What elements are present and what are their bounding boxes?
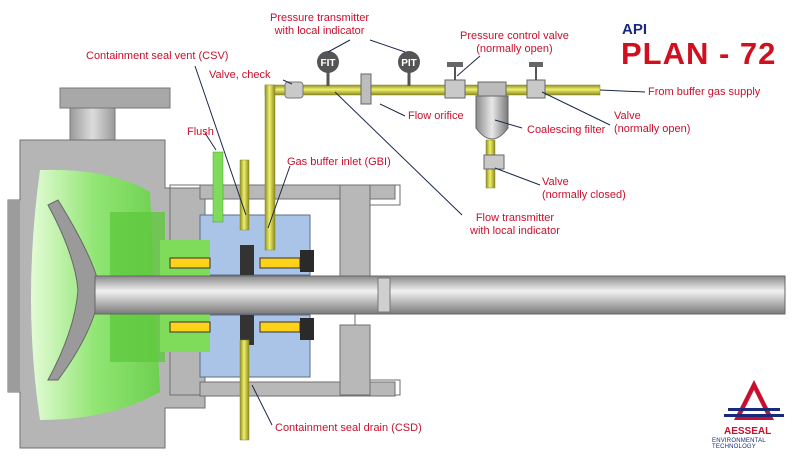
- label-coalescing-filter: Coalescing filter: [527, 124, 606, 136]
- label-flow-orifice: Flow orifice: [408, 110, 464, 122]
- pump-casing: [7, 87, 206, 449]
- label-valve-normally-closed: Valve (normally closed): [542, 176, 626, 201]
- leader-lines: [194, 39, 646, 426]
- label-gas-buffer-inlet: Gas buffer inlet (GBI): [287, 156, 391, 168]
- seal-cartridge: [160, 214, 314, 378]
- pump-shaft: [94, 275, 786, 315]
- label-flow-transmitter: Flow transmitter with local indicator: [470, 212, 560, 237]
- title-prefix: API: [622, 21, 648, 38]
- check-valve: [284, 81, 304, 99]
- valve-normally-closed: [483, 154, 505, 170]
- pit-label: PIT: [401, 58, 417, 69]
- label-valve-check: Valve, check: [209, 69, 271, 81]
- page-title: PLAN - 72: [621, 36, 777, 71]
- logo-name: AESSEAL: [724, 426, 772, 437]
- label-valve-normally-open: Valve (normally open): [614, 110, 691, 135]
- shaft-collar: [377, 277, 391, 313]
- pressure-transmitter: PIT: [398, 51, 420, 86]
- fit-label: FIT: [321, 58, 336, 69]
- flow-orifice: [360, 73, 372, 105]
- label-pressure-control-valve: Pressure control valve (normally open): [460, 30, 569, 55]
- label-buffer-gas-supply: From buffer gas supply: [648, 86, 761, 98]
- aesseal-logo-icon: [724, 380, 784, 420]
- flow-transmitter: FIT: [317, 51, 339, 86]
- pressure-control-valve: [444, 62, 466, 99]
- label-flush: Flush: [187, 126, 214, 138]
- valve-normally-open: [526, 62, 546, 99]
- label-pressure-transmitter: Pressure transmitter with local indicato…: [270, 12, 370, 37]
- logo-tagline: ENVIRONMENTAL TECHNOLOGY: [712, 438, 766, 450]
- label-containment-seal-drain: Containment seal drain (CSD): [275, 422, 422, 434]
- coalescing-filter: [475, 81, 509, 140]
- label-containment-seal-vent: Containment seal vent (CSV): [86, 50, 229, 62]
